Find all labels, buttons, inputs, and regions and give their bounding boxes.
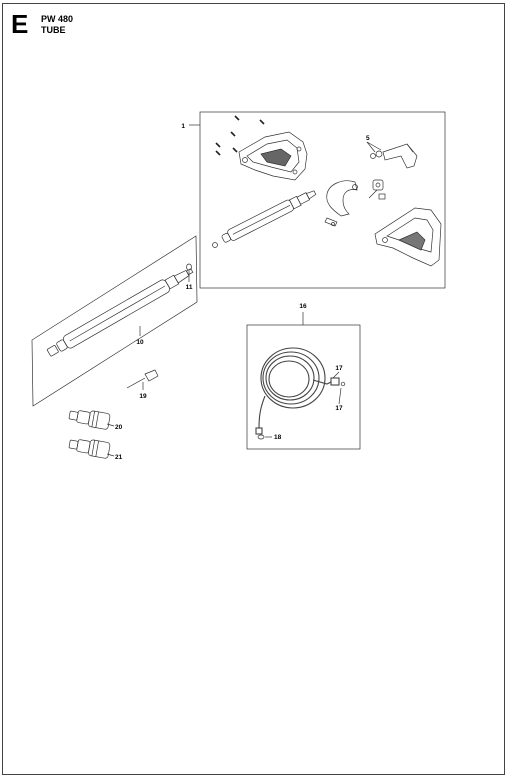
gun-tube-oring <box>212 242 218 248</box>
gun-screws <box>215 115 265 156</box>
gun-assembly-frame <box>199 111 446 289</box>
lance-frame <box>31 235 198 407</box>
nozzle-20 <box>68 410 111 430</box>
trigger-lever <box>326 180 358 217</box>
section-letter: E <box>11 9 29 39</box>
callout-18: 18 <box>274 434 282 441</box>
callout-17-lower: 17 <box>335 405 343 412</box>
gun-lance-tube <box>221 190 317 243</box>
exploded-parts-diagram: 1 5 10 11 16 17 17 18 19 20 21 <box>31 111 446 461</box>
extension-lance <box>46 268 194 357</box>
small-pin <box>324 217 338 227</box>
lance-oring <box>186 263 192 271</box>
angled-tube-fitting <box>366 141 418 169</box>
gun-grip-handle <box>374 207 442 267</box>
hose-oring-18 <box>257 434 265 440</box>
nozzle-cleaning-needle <box>126 369 159 390</box>
callout-1: 1 <box>181 123 185 130</box>
callout-leader-21 <box>106 453 115 457</box>
callout-11: 11 <box>186 284 193 291</box>
callout-leader-20 <box>106 423 115 427</box>
nozzle-21 <box>68 439 111 459</box>
callout-leader-17a <box>332 371 340 379</box>
section-title: TUBE <box>41 25 66 35</box>
callout-21: 21 <box>115 454 123 461</box>
callout-leader-17b <box>338 387 342 405</box>
valve-insert <box>368 179 386 200</box>
gun-housing-half <box>238 131 308 181</box>
hose-frame <box>246 324 361 450</box>
model-name: PW 480 <box>41 14 74 24</box>
callout-20: 20 <box>115 424 123 431</box>
parts-diagram-page: E PW 480 TUBE <box>2 3 505 775</box>
callout-5: 5 <box>366 135 370 142</box>
high-pressure-hose <box>255 347 340 435</box>
callout-19: 19 <box>139 393 147 400</box>
hose-oring <box>340 381 346 387</box>
callout-16: 16 <box>299 303 307 310</box>
callout-17-upper: 17 <box>335 365 343 372</box>
callout-10: 10 <box>136 339 144 346</box>
